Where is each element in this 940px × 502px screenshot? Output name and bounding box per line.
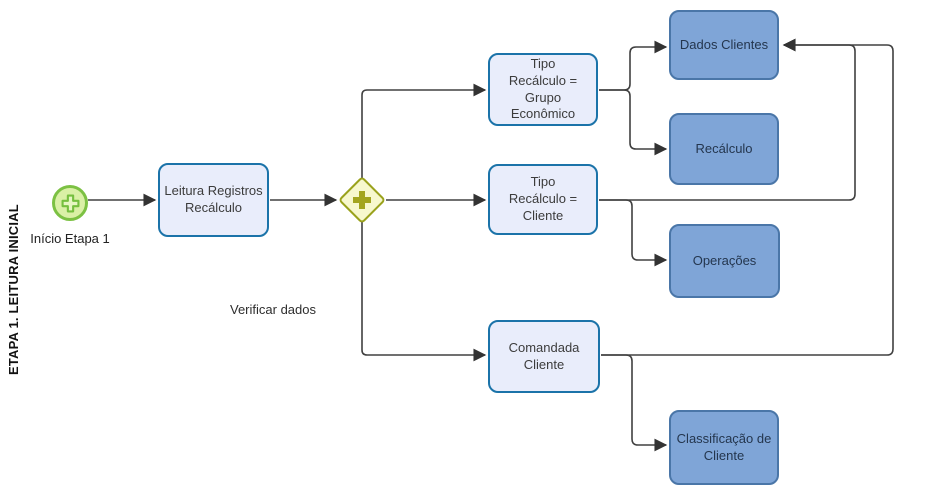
start-event[interactable] [52,185,88,221]
store-classificacao-de-cliente[interactable]: Classificação de Cliente [669,410,779,485]
gateway-annotation: Verificar dados [230,302,316,317]
task-tipo-recalculo-cliente[interactable]: Tipo Recálculo = Cliente [488,164,598,235]
store-dados-clientes[interactable]: Dados Clientes [669,10,779,80]
edge-comandada-to-classificacao [601,354,668,452]
store-recalculo[interactable]: Recálculo [669,113,779,185]
task-tipo-recalculo-grupo-economico[interactable]: Tipo Recálculo = Grupo Econômico [488,53,598,126]
edge-cliente-to-operacoes [599,199,668,267]
edge-gateway-to-tipo-grupo [361,83,487,178]
store-operacoes[interactable]: Operações [669,224,780,298]
edge-grupo-to-recalculo [599,89,668,156]
edge-comandada-to-dados-clientes [601,38,894,356]
plus-circle-icon [61,194,80,213]
edge-grupo-to-dados-clientes [599,40,668,91]
start-event-label: Início Etapa 1 [30,231,110,246]
gateway-plus-icon [349,187,375,213]
task-comandada-cliente[interactable]: Comandada Cliente [488,320,600,393]
task-leitura-registros-recalculo[interactable]: Leitura Registros Recálculo [158,163,269,237]
edge-gateway-to-comandada [361,222,487,362]
